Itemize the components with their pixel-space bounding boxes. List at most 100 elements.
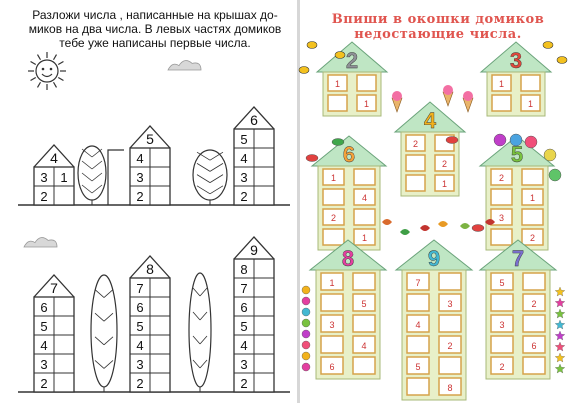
left-house-4-cell-value: 1 [60,170,67,185]
right-house-7-window [522,272,546,291]
left-house-9-cell-value: 2 [240,376,247,391]
tree-icon [77,145,107,201]
left-house-8-cell-value: 7 [136,281,143,296]
left-instruction-line: тебе уже написаны первые числа. [59,36,251,50]
left-house-6-cell-value: 4 [240,151,247,166]
left-instruction-line: Разложи числа , написанные на крышах до- [32,8,278,22]
right-house-8-window-value: 5 [361,299,366,309]
left-house-8-cell-value: 6 [136,300,143,315]
cloud-icon [167,60,202,71]
right-house-9-window [406,377,430,396]
right-house-8-window [320,293,344,312]
tree-branch [192,311,208,321]
right-house-6-window [353,208,376,226]
candy-icon [331,138,345,146]
ice-cream-scoop [392,91,402,101]
right-house-7-window [490,272,514,291]
tree-branch [94,336,114,346]
left-house-6-roof [233,106,275,130]
left-house-5-cell-value: 2 [136,189,143,204]
right-house-5-window [521,228,544,246]
right-house-6-window [322,188,345,206]
leaf-icon [420,225,430,231]
ice-cream-scoop [443,85,453,95]
right-house-3-window-value: 1 [499,79,504,89]
tree-branch [94,360,114,369]
balloon-icon [543,148,557,162]
left-house-7-roof-number: 7 [50,280,58,296]
left-house-7-cell-value: 6 [40,300,47,315]
right-house-7-window [490,314,514,333]
right-house-5-window [521,208,544,226]
right-house-4-window [434,174,455,192]
right-instruction-line: Впиши в окошки домиков [331,12,545,27]
left-house-7-cell-value: 2 [40,376,47,391]
right-house-4-window-value: 2 [413,139,418,149]
bee-icon [298,66,310,74]
right-house-2-roof-number: 2 [346,48,358,73]
right-house-6-window [322,168,345,186]
right-house-3-window-value: 1 [528,99,533,109]
right-house-8-window [352,356,376,375]
right-house-5-window [490,228,513,246]
right-house-5-window-value: 1 [530,193,535,203]
right-house-4-window [405,154,426,172]
right-house-4-window [405,174,426,192]
right-house-8-window [320,335,344,354]
right-house-4-window [405,134,426,152]
tree-branch [192,287,208,297]
tree-branch [81,160,103,170]
cloud-icon [23,237,58,248]
right-house-6-window-value: 1 [362,233,367,243]
right-house-7-window [490,293,514,312]
right-house-9-window-value: 3 [447,299,452,309]
right-house-2-window-value: 1 [335,79,340,89]
left-house-9-roof-number: 9 [250,242,258,258]
right-house-2-window [356,74,377,92]
star-icon [554,319,566,330]
left-house-4-roof [33,144,75,168]
right-house-9-window [406,335,430,354]
left-house-9-cell-value: 7 [240,281,247,296]
right-house-3-window [491,94,512,112]
left-house-7-cell-value: 3 [40,357,47,372]
sun-ray [57,76,64,82]
tree-branch [192,359,208,369]
left-instruction-line: миков на два числа. В левых частях домик… [28,22,282,36]
tree-branch [94,289,114,298]
star-icon [554,308,566,319]
tree-icon [188,272,212,388]
sun-ray [57,60,64,66]
right-house-9-window [438,314,462,333]
right-house-9-window [438,356,462,375]
star-icon [554,352,566,363]
flower-icon [301,285,311,295]
leaf-icon [382,219,392,225]
tree-branch [196,163,224,172]
leaf-icon [438,221,448,227]
left-house-9-cell-value: 3 [240,357,247,372]
right-house-5-window-value: 2 [499,173,504,183]
right-house-8-window [352,272,376,291]
right-house-6-window-value: 4 [362,193,367,203]
left-house-9-roof [233,236,275,260]
flower-icon [301,362,311,372]
sun-ray [36,81,42,88]
right-house-3-window [520,74,541,92]
left-house-9-cell-value: 4 [240,338,247,353]
right-house-7-window [490,356,514,375]
right-house-9-window [406,356,430,375]
sun-ray [52,81,58,88]
right-house-8-roof-number: 8 [342,246,354,271]
star-icon [554,330,566,341]
right-house-8-window-value: 4 [361,341,366,351]
right-house-7-window-value: 3 [499,320,504,330]
right-house-9-roof-number: 9 [428,246,440,271]
flower-icon [301,329,311,339]
right-instruction: Впиши в окошки домиков недостающие числа… [318,12,558,42]
flower-icon [301,296,311,306]
right-house-8-window [320,356,344,375]
left-house-8-roof-number: 8 [146,261,154,277]
left-house-6-cell-value: 3 [240,170,247,185]
